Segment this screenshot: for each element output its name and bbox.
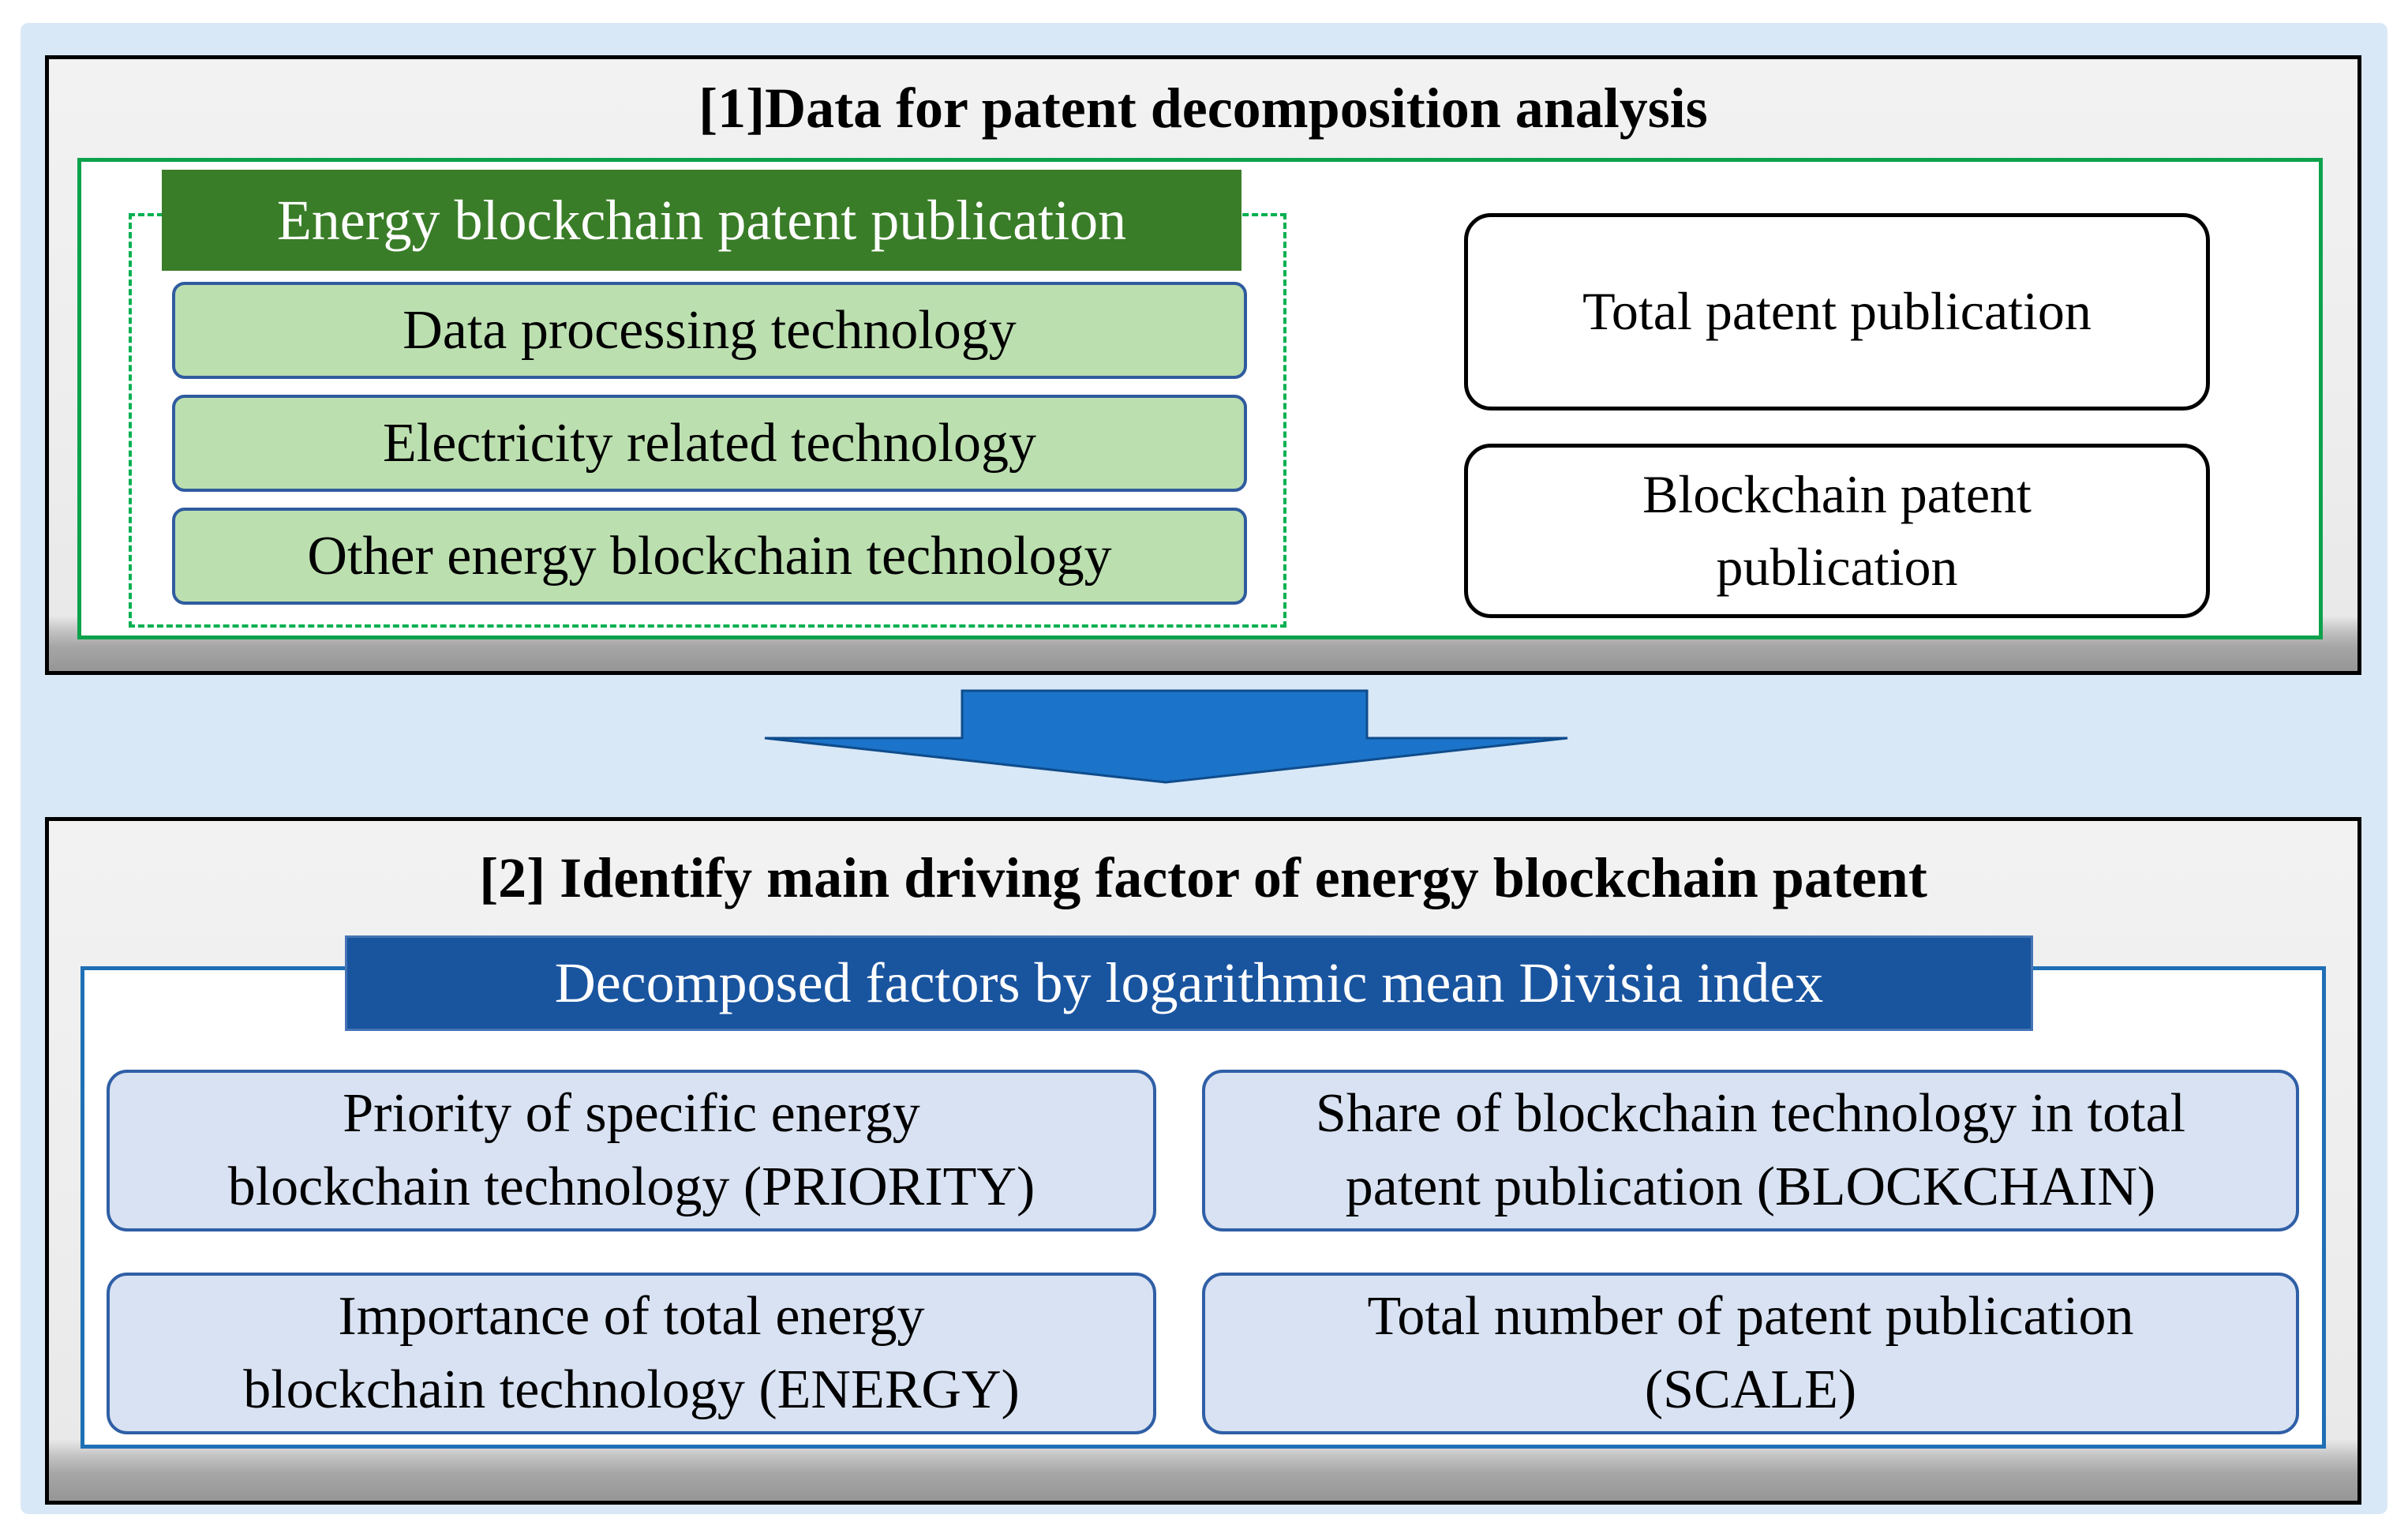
factor-blockchain-line2: patent publication (BLOCKCHAIN): [1345, 1156, 2156, 1217]
factor-energy-line2: blockchain technology (ENERGY): [243, 1359, 1020, 1420]
tech-box-electricity: Electricity related technology: [172, 395, 1247, 492]
total-patent-label: Total patent publication: [1582, 281, 2092, 342]
tech-box-label: Other energy blockchain technology: [307, 525, 1112, 587]
energy-blockchain-header: Energy blockchain patent publication: [162, 170, 1241, 271]
blockchain-patent-label-line2: publication: [1716, 536, 1958, 597]
down-arrow-icon: [764, 689, 1568, 784]
section2-box: [2] Identify main driving factor of ener…: [45, 817, 2361, 1505]
section1-title: [1]Data for patent decomposition analysi…: [698, 77, 1708, 140]
factor-priority-line2: blockchain technology (PRIORITY): [227, 1156, 1035, 1217]
factor-box-energy: Importance of total energy blockchain te…: [107, 1273, 1156, 1434]
section1-box: [1]Data for patent decomposition analysi…: [45, 55, 2361, 675]
factor-blockchain-line1: Share of blockchain technology in total: [1315, 1083, 2186, 1145]
blockchain-patent-label-line1: Blockchain patent: [1642, 463, 2032, 524]
tech-box-label: Data processing technology: [403, 299, 1017, 361]
blockchain-patent-box: Blockchain patent publication: [1464, 444, 2210, 618]
lmdi-header: Decomposed factors by logarithmic mean D…: [345, 935, 2033, 1031]
total-patent-box: Total patent publication: [1464, 213, 2210, 410]
factor-box-priority: Priority of specific energy blockchain t…: [107, 1070, 1156, 1231]
tech-box-data-processing: Data processing technology: [172, 282, 1247, 379]
tech-box-label: Electricity related technology: [383, 412, 1036, 474]
factor-priority-line1: Priority of specific energy: [343, 1083, 920, 1145]
factor-scale-line1: Total number of patent publication: [1367, 1286, 2134, 1348]
factor-box-blockchain: Share of blockchain technology in total …: [1202, 1070, 2299, 1231]
patent-data-group: Energy blockchain patent publication Dat…: [77, 158, 2323, 639]
energy-blockchain-header-label: Energy blockchain patent publication: [276, 188, 1127, 252]
factor-energy-line1: Importance of total energy: [338, 1286, 925, 1348]
tech-box-other-energy: Other energy blockchain technology: [172, 508, 1247, 605]
section2-title: [2] Identify main driving factor of ener…: [479, 846, 1927, 909]
lmdi-header-label: Decomposed factors by logarithmic mean D…: [554, 951, 1824, 1014]
factor-box-scale: Total number of patent publication (SCAL…: [1202, 1273, 2299, 1434]
factor-scale-line2: (SCALE): [1644, 1359, 1857, 1420]
